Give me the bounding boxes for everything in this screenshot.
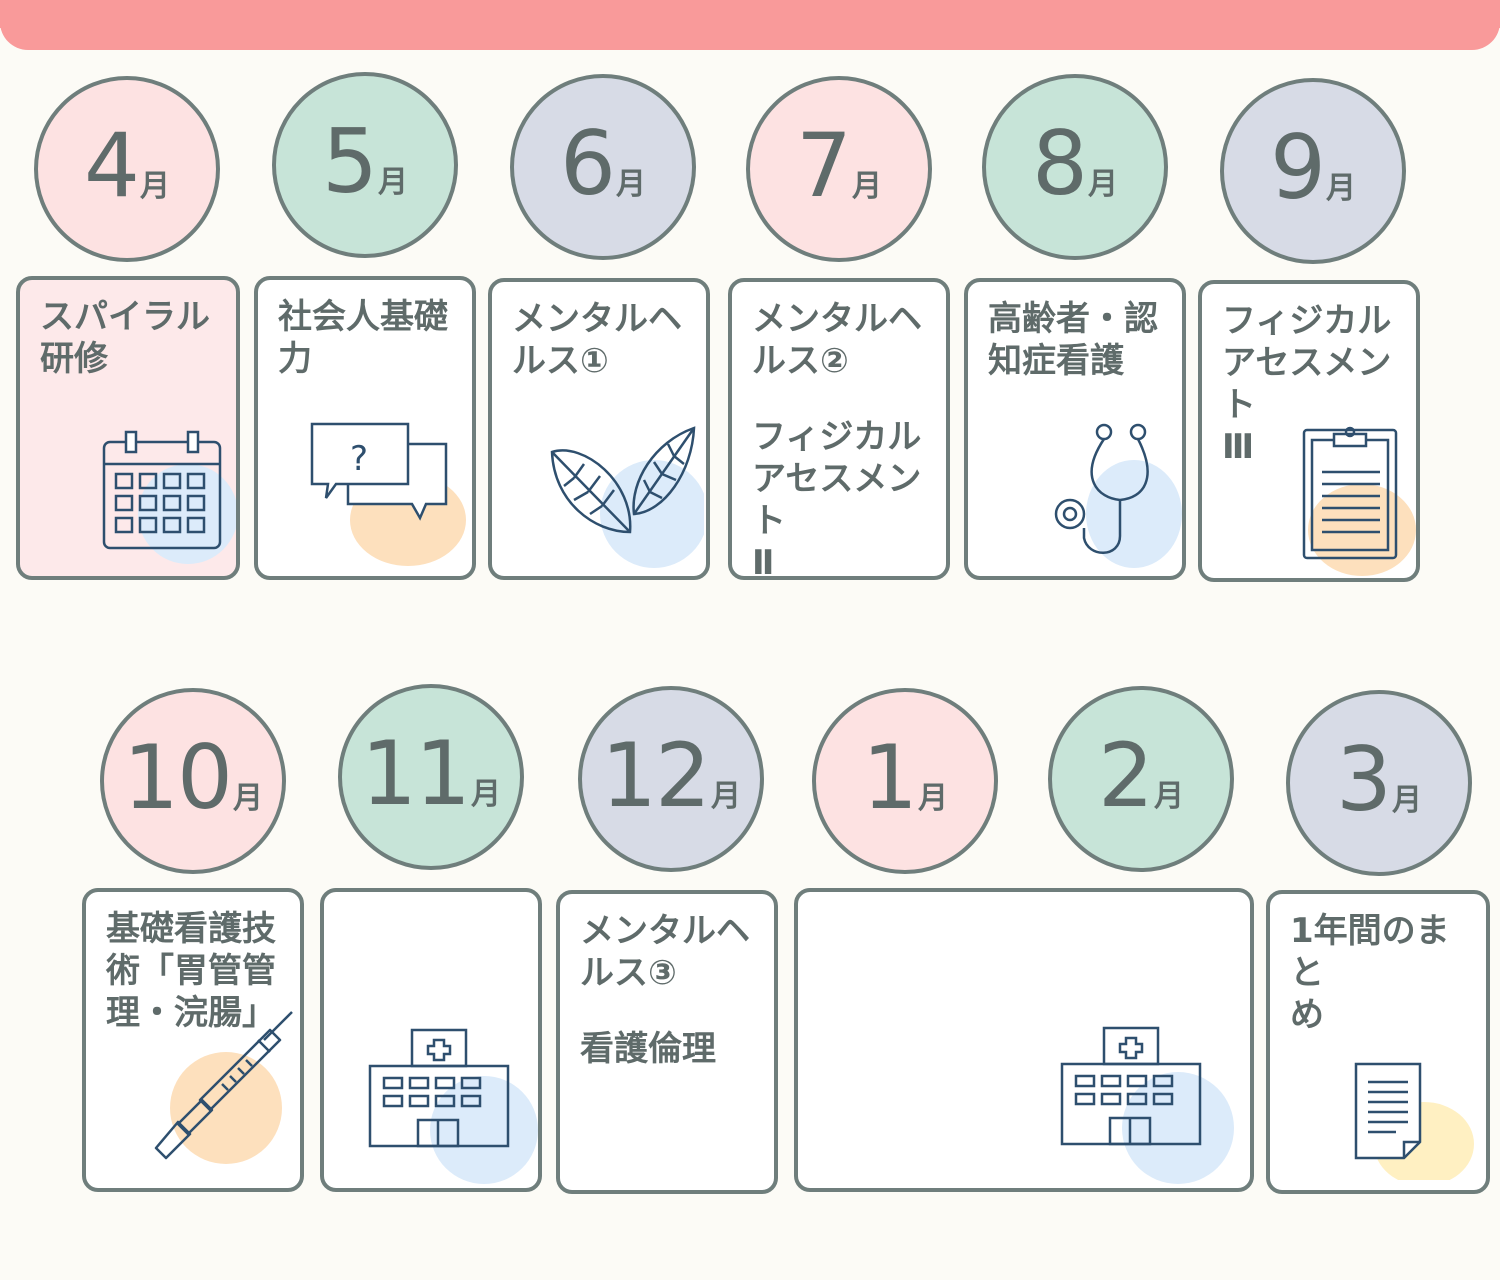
card-spiral-training: スパイラル 研修 [16,276,240,580]
month-unit: 月 [710,779,741,814]
card-year-summary: 1年間のまと め [1266,890,1490,1194]
card-mental-health-1: メンタルヘ ルス① [488,278,710,580]
month-march: 3月 [1286,690,1472,876]
card-title: 理・浣腸」 [106,993,276,1033]
month-unit: 月 [1326,171,1356,206]
month-number: 6 [560,112,616,215]
card-subtitle: アセスメント [752,459,922,541]
month-unit: 月 [918,781,948,816]
card-title: ルス② [752,341,849,381]
month-number: 4 [84,114,140,217]
card-title: メンタルヘ [580,911,750,951]
month-unit: 月 [1392,783,1422,818]
speech-bubbles-icon: ? [310,422,466,566]
card-subtitle: Ⅱ [752,543,775,580]
month-february: 2月 [1048,686,1234,872]
month-number: 8 [1032,112,1088,215]
month-unit: 月 [616,167,646,202]
month-september: 9月 [1220,78,1406,264]
month-july: 7月 [746,76,932,262]
card-title: め [1290,995,1324,1035]
card-subtitle: フィジカル [752,417,922,457]
month-number: 12 [601,724,711,827]
card-title: 術「胃管管 [106,951,276,991]
month-number: 3 [1336,728,1392,831]
card-january-february [794,888,1254,1192]
month-number: 5 [322,110,378,213]
document-icon [1354,1062,1474,1180]
leaves-icon [550,426,704,568]
month-november: 11月 [338,684,524,870]
month-unit: 月 [852,169,882,204]
clipboard-icon [1302,426,1416,576]
card-title: ルス③ [580,953,677,993]
month-unit: 月 [1154,779,1184,814]
card-title: メンタルヘ [752,299,922,339]
month-august: 8月 [982,74,1168,260]
calendar-icon [102,430,236,564]
header-bar [0,0,1500,50]
month-number: 2 [1098,724,1154,827]
card-title: 高齢者・認 [988,299,1158,339]
card-title: フィジカル [1222,301,1392,341]
stethoscope-icon [1054,423,1182,568]
card-title: ルス① [512,341,609,381]
hospital-icon [368,1028,538,1184]
card-title: 基礎看護技 [106,909,276,949]
month-unit: 月 [232,781,263,816]
card-november [320,888,542,1192]
month-number: 7 [796,114,852,217]
syringe-icon [154,1011,293,1164]
month-number: 1 [862,726,918,829]
card-mental-health-3: メンタルヘ ルス③ 看護倫理 [556,890,778,1194]
card-subtitle: 看護倫理 [580,1029,716,1069]
card-title: メンタルヘ [512,299,682,339]
card-title: スパイラル [40,297,210,337]
card-title: 力 [278,339,312,379]
month-unit: 月 [140,169,170,204]
svg-text:?: ? [350,439,368,479]
month-april: 4月 [34,76,220,262]
card-mental-health-2: メンタルヘ ルス② フィジカル アセスメント Ⅱ [728,278,950,580]
month-december: 12月 [578,686,764,872]
card-physical-assessment-3: フィジカル アセスメント Ⅲ [1198,280,1420,582]
month-number: 11 [361,722,471,825]
card-title: 1年間のまと [1290,911,1450,993]
card-title: 研修 [40,339,108,379]
month-may: 5月 [272,72,458,258]
card-basic-nursing-skills: 基礎看護技 術「胃管管 理・浣腸」 [82,888,304,1192]
card-title: 知症看護 [988,341,1124,381]
month-june: 6月 [510,74,696,260]
hospital-icon [1060,1026,1234,1184]
month-number: 10 [123,726,233,829]
card-social-skills: 社会人基礎 力 ? [254,276,476,580]
month-unit: 月 [1088,167,1118,202]
month-number: 9 [1270,116,1326,219]
card-elderly-dementia-nursing: 高齢者・認 知症看護 [964,278,1186,580]
month-unit: 月 [470,777,501,812]
card-title: 社会人基礎 [278,297,448,337]
month-october: 10月 [100,688,286,874]
card-title: Ⅲ [1222,427,1255,467]
card-title: アセスメント [1222,343,1392,425]
month-january: 1月 [812,688,998,874]
month-unit: 月 [378,165,408,200]
